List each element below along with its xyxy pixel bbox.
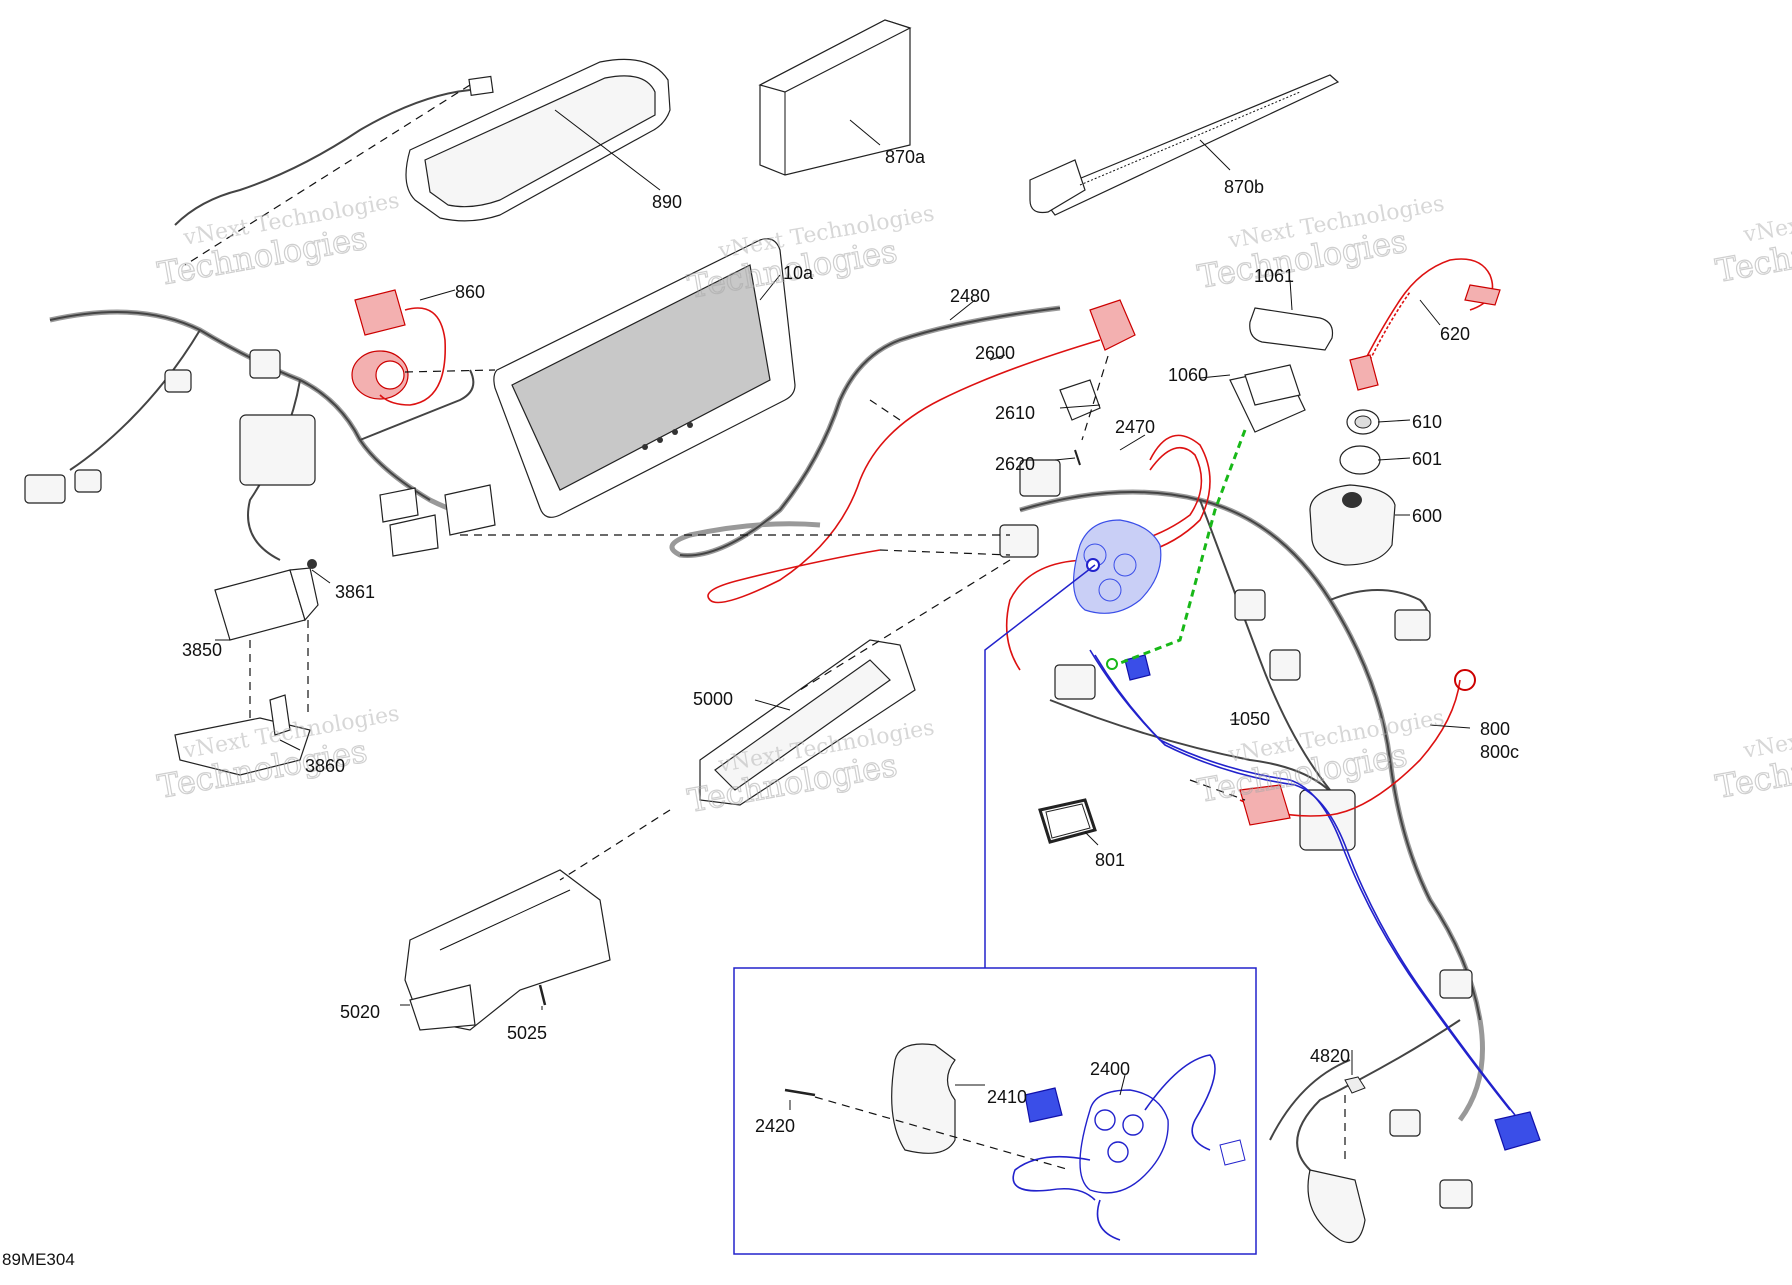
part-870b-cable-tie — [1029, 74, 1340, 216]
watermark-line1: vNext Technologies — [1741, 701, 1792, 764]
callout-3850: 3850 — [182, 640, 222, 660]
part-1060-switch — [1229, 364, 1306, 433]
callout-2480: 2480 — [950, 286, 990, 306]
part-5020-guard — [404, 869, 611, 1031]
part-2610-clip — [1059, 379, 1101, 421]
green-link-end — [1106, 658, 1118, 670]
assembly-dashed-lines — [184, 84, 1346, 1160]
callout-2420: 2420 — [755, 1116, 795, 1136]
part-5000-bracket — [699, 639, 916, 806]
part-601-ring — [1339, 445, 1381, 475]
part-1050-blue-harness — [1089, 649, 1541, 1151]
callout-10a: 10a — [783, 263, 814, 283]
callout-600: 600 — [1412, 506, 1442, 526]
part-1061-bezel — [1249, 307, 1334, 351]
part-600-switch-body — [1309, 484, 1396, 566]
callout-1050: 1050 — [1230, 709, 1270, 729]
callout-labels: 890 870a 870b 860 10a 2480 2600 2610 262… — [182, 147, 1519, 1136]
callout-2620: 2620 — [995, 454, 1035, 474]
callout-5025: 5025 — [507, 1023, 547, 1043]
leader-lines — [215, 109, 1471, 1110]
part-801-gasket — [1038, 798, 1097, 844]
callout-870b: 870b — [1224, 177, 1264, 197]
part-860-connector — [351, 289, 446, 406]
part-3850-module — [214, 567, 319, 641]
callout-870a: 870a — [885, 147, 926, 167]
callout-800: 800 — [1480, 719, 1510, 739]
callout-3861: 3861 — [335, 582, 375, 602]
part-10a-display — [493, 238, 796, 518]
left-wire-harness — [24, 309, 496, 561]
part-890-pad — [174, 58, 671, 226]
watermark-line1: vNext Technologies — [1741, 185, 1792, 248]
part-870a-box — [758, 19, 912, 176]
callout-2600: 2600 — [975, 343, 1015, 363]
callout-2610: 2610 — [995, 403, 1035, 423]
callout-601: 601 — [1412, 449, 1442, 469]
callout-890: 890 — [652, 192, 682, 212]
callout-610: 610 — [1412, 412, 1442, 432]
part-2620-screw — [1074, 449, 1081, 466]
callout-5020: 5020 — [340, 1002, 380, 1022]
callout-860: 860 — [455, 282, 485, 302]
callout-1060: 1060 — [1168, 365, 1208, 385]
part-610-ring — [1346, 409, 1380, 435]
part-2600-cable — [707, 299, 1136, 604]
callout-4820: 4820 — [1310, 1046, 1350, 1066]
inset-detail — [733, 564, 1257, 1255]
part-4820-nut — [1344, 1076, 1366, 1094]
callout-620: 620 — [1440, 324, 1470, 344]
part-620-lanyard — [1349, 258, 1501, 391]
callout-2400: 2400 — [1090, 1059, 1130, 1079]
part-800-red-cable — [1239, 669, 1476, 826]
part-blue-switch-on-harness — [1072, 519, 1162, 614]
diagram-reference-code: 89ME304 — [2, 1250, 75, 1269]
callout-2410: 2410 — [987, 1087, 1027, 1107]
green-dashed-link — [1114, 429, 1247, 667]
callout-800c: 800c — [1480, 742, 1519, 762]
part-5025-screw — [538, 984, 547, 1006]
callout-801: 801 — [1095, 850, 1125, 870]
part-3860-bracket — [174, 694, 311, 776]
part-3861-screw — [307, 559, 317, 569]
callout-3860: 3860 — [305, 756, 345, 776]
callout-2470: 2470 — [1115, 417, 1155, 437]
callout-1061: 1061 — [1254, 266, 1294, 286]
main-wire-harness — [999, 459, 1485, 1244]
callout-5000: 5000 — [693, 689, 733, 709]
